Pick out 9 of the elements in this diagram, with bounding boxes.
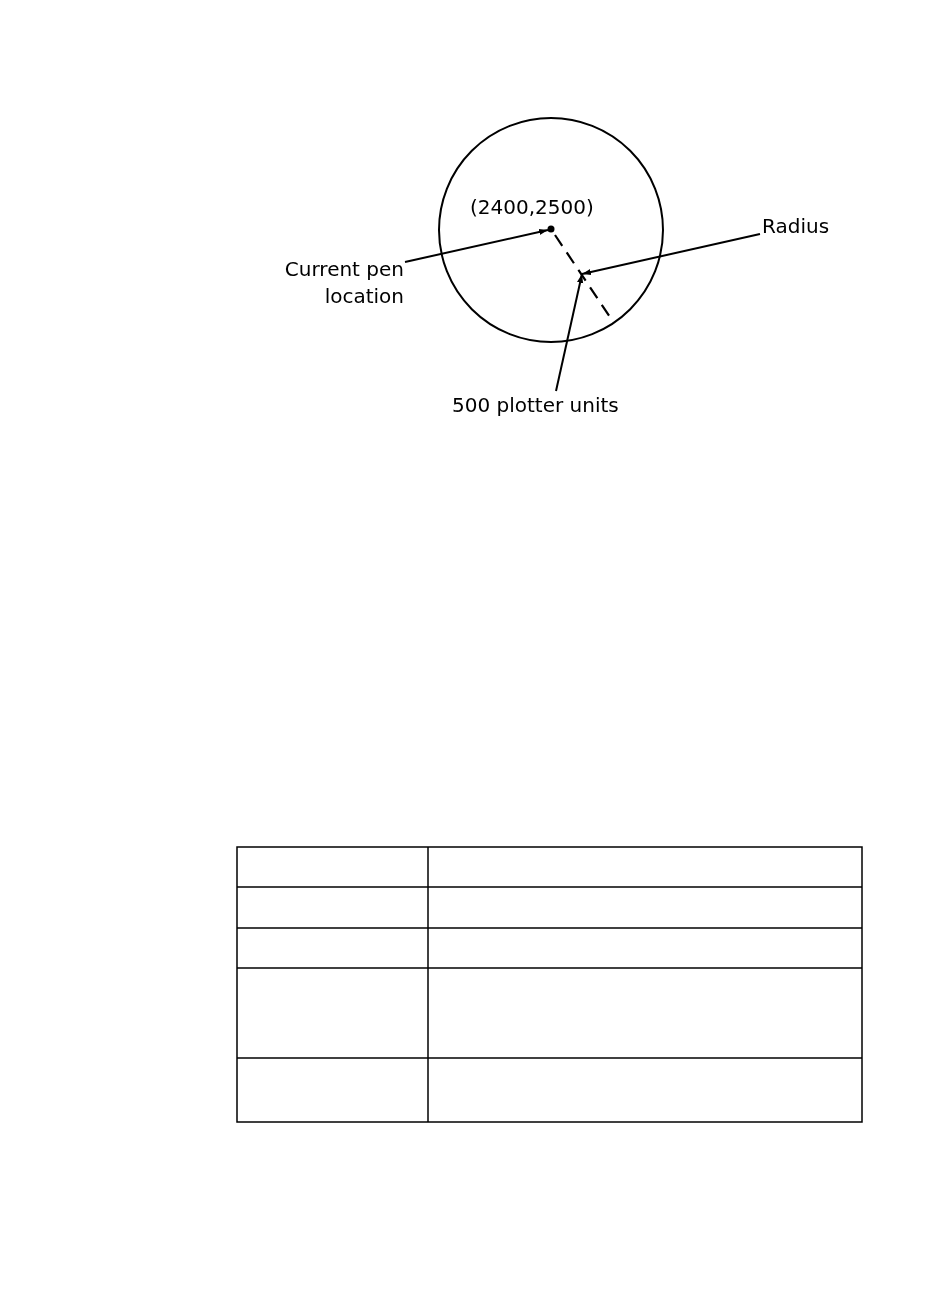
radius-line [554, 234, 615, 324]
leader-line [581, 233, 761, 276]
coordinate-label: (2400,2500) [470, 194, 594, 221]
center-point [547, 225, 555, 233]
leader-line [404, 228, 549, 263]
callout-text: Current pen location [240, 256, 404, 310]
leader-line [555, 273, 584, 392]
callout-text: Radius [762, 213, 852, 240]
callout-text: 500 plotter units [452, 392, 662, 419]
